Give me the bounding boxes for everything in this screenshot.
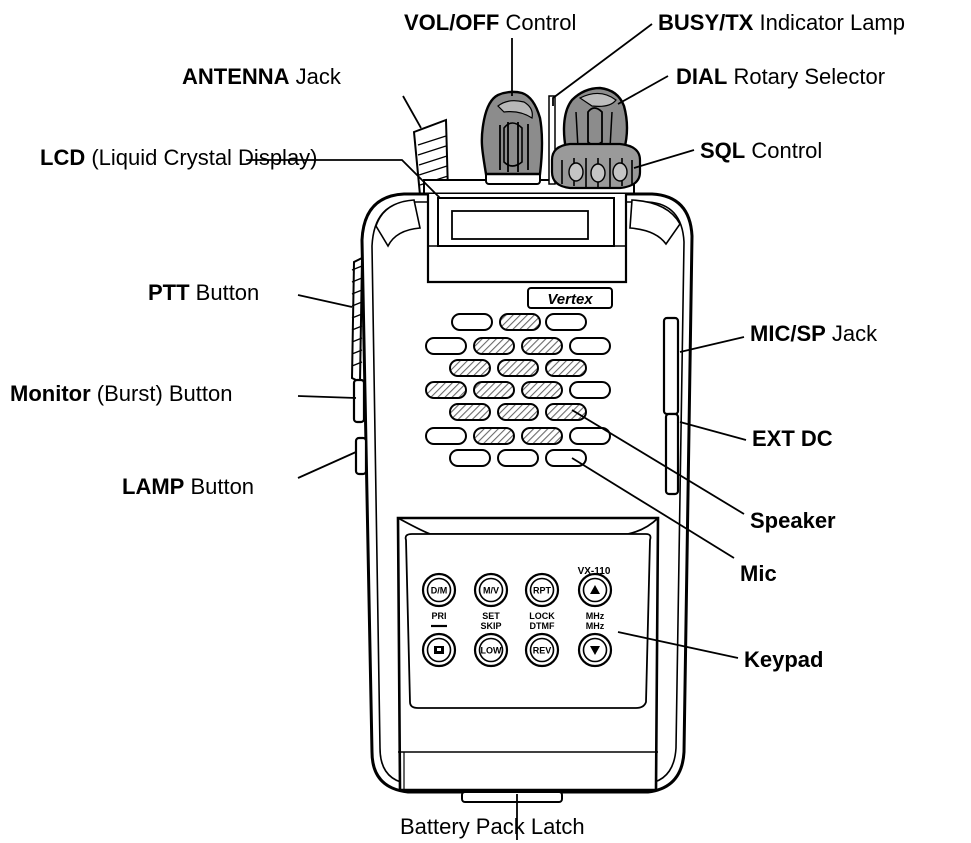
grille-slot — [425, 427, 467, 445]
keypad-key-sublabel: MHz — [586, 621, 605, 631]
label-monitor: Monitor (Burst) Button — [10, 381, 233, 406]
model-number: VX-110 — [578, 566, 611, 577]
keypad-key[interactable]: MHz — [577, 572, 613, 621]
grille-slot — [449, 449, 491, 467]
ext-dc-jack[interactable] — [664, 412, 680, 496]
leader-mic-sp — [679, 336, 745, 353]
lcd-display — [426, 194, 628, 284]
leader-sql — [633, 149, 695, 169]
label-mic-sp: MIC/SP Jack — [750, 321, 878, 346]
down-arrow-icon — [590, 646, 600, 655]
keypad-key[interactable]: RPT LOCK — [524, 572, 560, 621]
grille-slot — [545, 359, 587, 377]
brand-text: Vertex — [547, 291, 593, 308]
label-dial: DIAL Rotary Selector — [676, 64, 885, 89]
grille-slot — [497, 449, 539, 467]
keypad-key[interactable]: D/M PRI — [421, 572, 457, 621]
keypad-key-sublabel: DTMF — [530, 621, 555, 631]
keypad-key[interactable]: REV DTMF — [524, 621, 560, 668]
grille-slot — [425, 337, 467, 355]
keypad-key-label: RPT — [533, 586, 552, 596]
grille-slot — [449, 359, 491, 377]
label-busy-tx: BUSY/TX Indicator Lamp — [658, 10, 905, 35]
keypad-key[interactable] — [421, 624, 457, 668]
leader-lamp — [297, 451, 357, 479]
vol-off-knob[interactable] — [480, 90, 544, 185]
label-lcd: LCD (Liquid Crystal Display) — [40, 145, 318, 170]
leader-lcd — [246, 159, 441, 199]
grille-slot — [473, 427, 515, 445]
grille-slot — [545, 313, 587, 331]
keypad-key-label: D/M — [431, 586, 448, 596]
keypad-key-label: LOW — [481, 646, 502, 656]
keypad-key-sublabel: MHz — [586, 611, 605, 621]
speaker-grille — [425, 313, 611, 467]
keypad-key[interactable]: LOW SKIP — [473, 621, 509, 668]
label-battery: Battery Pack Latch — [400, 814, 585, 839]
leader-ext-dc — [679, 421, 747, 441]
label-lamp: LAMP Button — [122, 474, 254, 499]
keypad-key-label: REV — [533, 646, 552, 656]
keypad-key[interactable]: M/V SET — [473, 572, 509, 621]
label-speaker: Speaker — [750, 508, 836, 533]
grille-slot — [569, 381, 611, 399]
leader-dial — [617, 75, 669, 105]
lamp-button[interactable] — [354, 436, 368, 476]
dial-knob[interactable] — [562, 86, 629, 152]
keypad-key-sublabel: LOCK — [529, 611, 555, 621]
grille-slot — [497, 403, 539, 421]
leader-speaker — [571, 409, 745, 515]
label-keypad: Keypad — [744, 647, 823, 672]
grille-slot — [569, 427, 611, 445]
grille-slot — [569, 337, 611, 355]
leader-ptt — [297, 294, 353, 308]
grille-slot — [425, 381, 467, 399]
keypad-key-sublabel: SET — [482, 611, 500, 621]
leader-monitor — [297, 395, 357, 399]
label-ptt: PTT Button — [148, 280, 259, 305]
keypad-key-sublabel: SKIP — [480, 621, 501, 631]
battery-latch[interactable] — [461, 791, 563, 803]
grille-slot — [521, 381, 563, 399]
keypad-key[interactable]: MHz — [577, 621, 613, 668]
grille-slot — [521, 427, 563, 445]
leader-antenna — [402, 95, 422, 129]
grille-slot — [545, 403, 587, 421]
label-mic: Mic — [740, 561, 777, 586]
grille-slot — [521, 337, 563, 355]
leader-mic — [571, 457, 735, 559]
grille-slot — [473, 381, 515, 399]
grille-slot — [499, 313, 541, 331]
grille-slot — [451, 313, 493, 331]
grille-slot — [545, 449, 587, 467]
grille-slot — [497, 359, 539, 377]
leader-lines — [246, 23, 747, 840]
up-arrow-icon — [590, 585, 600, 594]
mic-sp-jack[interactable] — [662, 316, 680, 416]
brand-logo: Vertex — [527, 287, 613, 309]
grille-slot — [449, 403, 491, 421]
label-vol-off: VOL/OFF Control — [404, 10, 576, 35]
label-ext-dc: EXT DC — [752, 426, 833, 451]
grille-slot — [473, 337, 515, 355]
label-antenna: ANTENNA Jack — [182, 64, 342, 89]
sql-ring[interactable] — [550, 142, 642, 190]
keypad-key-label: M/V — [483, 586, 499, 596]
label-sql: SQL Control — [700, 138, 822, 163]
monitor-button[interactable] — [352, 378, 366, 424]
keypad-key-sublabel: PRI — [431, 611, 446, 621]
leader-busy-tx — [552, 23, 653, 106]
ptt-button[interactable] — [350, 256, 364, 384]
leader-keypad — [617, 631, 739, 659]
busy-tx-lamp — [548, 95, 556, 185]
